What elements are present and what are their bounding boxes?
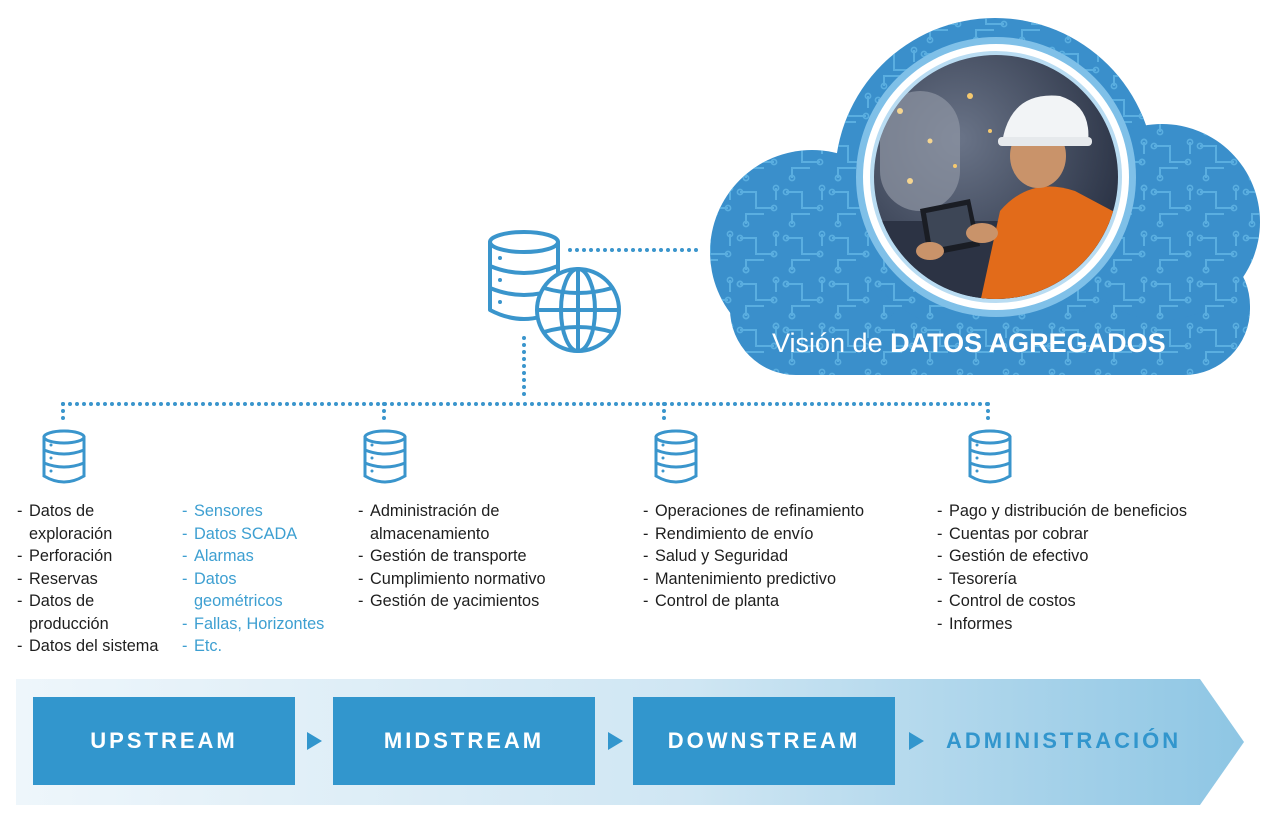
list-item-text: Fallas, Horizontes [194,614,325,633]
list-item: Reservas [17,568,177,591]
list-item-text: Rendimiento de envío [655,524,814,543]
list-item-text: Gestión de efectivo [949,547,1089,565]
list-item: Datos del sistema [17,635,177,658]
stage-arrow [909,732,924,750]
list-item: Administración de almacenamiento [358,500,598,545]
list-item: Perforación [17,545,177,568]
list-item-text: Gestión de yacimientos [370,592,540,610]
worker-with-tablet-photo [874,55,1118,299]
list-item: Datos de exploración [17,500,177,545]
list-item: Gestión de efectivo [937,545,1237,568]
stage-midstream: MIDSTREAM [333,697,595,785]
database-icon [654,429,698,484]
list-item-text: Cuentas por cobrar [949,524,1089,543]
database-globe-icon [488,230,621,353]
list-item-text: Gestión de transporte [370,547,527,565]
list-item-text: Perforación [29,547,113,565]
list-item-text: Pago y distribución de beneficios [949,502,1188,520]
list-item: Fallas, Horizontes [182,613,342,636]
list-item-text: Alarmas [194,547,254,565]
list-item: Datos de producción [17,590,177,635]
list-item-text: Datos de [29,592,95,610]
stage-arrow [608,732,623,750]
list-item-text: Mantenimiento predictivo [655,569,836,588]
list-item: Tesorería [937,568,1237,591]
list-item-text: Sensores [194,502,263,520]
list-item-text: geométricos [194,592,283,610]
upstream-secondary-list: SensoresDatos SCADA AlarmasDatos geométric… [182,500,342,658]
list-item: Salud y Seguridad [643,545,913,568]
list-item: Informes [937,613,1237,636]
list-item: Gestión de yacimientos [358,590,598,613]
upstream-list: Datos deexploraciónPerforaciónReservasDa… [17,500,177,658]
stage-downstream: DOWNSTREAM [633,697,895,785]
list-item: Datos SCADA [182,523,342,546]
list-item-text: Operaciones de refinamiento [655,502,865,520]
list-item: Control de costos [937,590,1237,613]
list-item-text: Datos [194,569,237,588]
list-item-text: producción [29,614,109,633]
midstream-list: Administración de almacenamientoGestión d… [358,500,598,613]
list-item-text: Datos de [29,502,95,520]
list-item: Rendimiento de envío [643,523,913,546]
administracion-list: Pago y distribución de beneficiosCuentas… [937,500,1237,635]
list-item: Pago y distribución de beneficios [937,500,1237,523]
list-item: Mantenimiento predictivo [643,568,913,591]
list-item: Cuentas por cobrar [937,523,1237,546]
database-icon [42,429,86,484]
list-item-text: Control de costos [949,592,1076,610]
list-item: Etc. [182,635,342,658]
cloud-title-prefix: Visión de [772,328,883,358]
list-item-text: Tesorería [949,569,1017,588]
list-item-text: Datos SCADA [194,524,298,543]
list-item: Cumplimiento normativo [358,568,598,591]
stage-upstream: UPSTREAM [33,697,295,785]
list-item-text: Datos del sistema [29,637,159,655]
database-icon [968,429,1012,484]
list-item-text: Etc. [194,637,223,655]
list-item: Sensores [182,500,342,523]
list-item-text: Cumplimiento normativo [370,569,546,588]
list-item-text: almacenamiento [370,524,490,543]
list-item: Datos geométricos [182,568,342,613]
database-icon [363,429,407,484]
list-item: Control de planta [643,590,913,613]
list-item: Alarmas [182,545,342,568]
stage-arrow [307,732,322,750]
list-item-text: Salud y Seguridad [655,547,789,565]
stage-administracion: ADMINISTRACIÓN [946,728,1182,753]
list-item-text: Informes [949,614,1013,633]
list-item-text: exploración [29,524,113,543]
list-item: Operaciones de refinamiento [643,500,913,523]
cloud-title: Visión de DATOS AGREGADOS [772,328,1166,359]
list-item-text: Administración de [370,502,500,520]
list-item: Gestión de transporte [358,545,598,568]
list-item-text: Control de planta [655,592,780,610]
downstream-list: Operaciones de refinamientoRendimiento d… [643,500,913,613]
cloud-title-bold: DATOS AGREGADOS [890,328,1166,358]
list-item-text: Reservas [29,569,98,588]
